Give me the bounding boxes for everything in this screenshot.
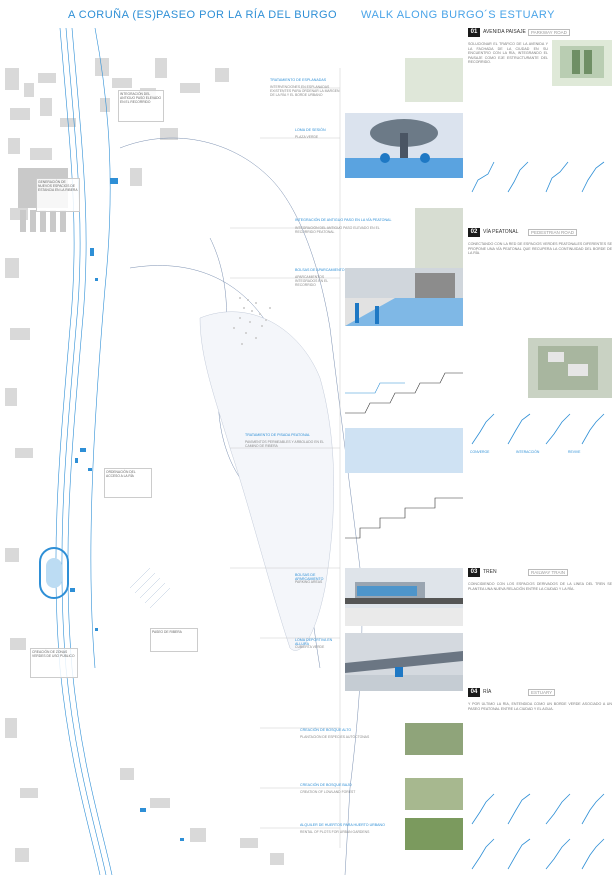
caption-title: TRATAMIENTO DE PISADA PEATONAL <box>245 433 310 437</box>
section-tag: PARKWAY ROAD <box>528 29 570 36</box>
caption-text: CREATION OF LOWLAND FOREST <box>300 790 356 794</box>
section-number: 03 <box>468 568 480 577</box>
project-areas <box>70 178 184 841</box>
leader-lines <box>230 68 341 848</box>
location-title: A CORUÑA (ES). <box>68 9 160 21</box>
photo-high-forest <box>405 723 463 755</box>
title-en: WALK ALONG BURGO´S ESTUARY <box>361 9 555 21</box>
section-01-header: 01 AVENIDA PAISAJE PARKWAY ROAD <box>468 28 612 37</box>
section-04-diagrams-a <box>471 793 605 825</box>
caption-text: PLAZA VERDE <box>295 135 319 139</box>
photo-esplanade <box>405 58 463 102</box>
caption-title: CREACIÓN DE BOSQUE ALTO <box>300 728 352 732</box>
caption-text: PARKING AREAS <box>295 580 323 584</box>
caption-text: PLANTACIÓN DE ESPECIES AUTÓCTONAS <box>300 735 370 739</box>
caption-title: BOLSAS DE APARCAMIENTO INMERSAS EN CAMIN… <box>295 268 386 272</box>
header: A CORUÑA (ES). PASEO POR LA RÍA DEL BURG… <box>0 0 612 28</box>
section-number: 01 <box>468 28 480 37</box>
photo-urban-gardens <box>405 818 463 850</box>
caption-title: CREACIÓN DE BOSQUE BAJO <box>300 783 352 787</box>
render-parking <box>345 268 463 326</box>
marsh-vegetation <box>233 297 271 345</box>
caption-text: INTEGRACIÓN DEL ANTIGUO PASO ELEVADO EN … <box>295 226 380 235</box>
render-sport-loma <box>345 633 463 691</box>
hatched-area <box>129 567 171 609</box>
caption-title: ALQUILER DE HUERTOS PARA HUERTO URBANO <box>300 823 385 827</box>
caption-text: CUBIERTA VERDE <box>295 645 325 649</box>
section-01-text: SOLUCIONAR EL TRÁFICO DE LA AVENIDA Y LA… <box>468 42 548 65</box>
section-02-diagrams <box>471 413 605 445</box>
section-02-header: 02 VÍA PEATONAL PEDESTRIAN ROAD <box>468 228 612 237</box>
section-profile-1 <box>345 372 463 414</box>
section-03-header: 03 TREN RAILWAY TRAIN <box>468 568 612 577</box>
section-tag: RAILWAY TRAIN <box>528 569 569 576</box>
section-01-aerial <box>552 40 612 86</box>
section-01-diagrams <box>471 161 605 193</box>
section-number: 02 <box>468 228 480 237</box>
section-profile-2 <box>345 497 463 539</box>
render-plaza <box>345 113 463 178</box>
ria-water <box>199 311 334 651</box>
section-name: RÍA <box>483 689 492 695</box>
caption-title: LOMA DE SESIÓN <box>295 128 326 132</box>
caption-text: PAVIMENTOS PERMEABLES Y ARBOLADO EN EL C… <box>245 440 324 449</box>
section-name: TREN <box>483 569 497 575</box>
diagram-label: CONVERGE <box>470 450 490 454</box>
section-02-aerial <box>528 338 612 398</box>
map-note: PASEO DE RIBERA <box>150 628 198 652</box>
title-es: PASEO POR LA RÍA DEL BURGO <box>156 9 338 21</box>
diagram-label: REVIVE <box>568 450 581 454</box>
diagram-label: INTERACCIÓN <box>516 450 540 454</box>
sections-column: 01 AVENIDA PAISAJE PARKWAY ROAD SOLUCION… <box>468 28 612 875</box>
section-03-text: COINCIDIENDO CON LOS ESPACIOS DERIVADOS … <box>468 582 612 591</box>
running-track <box>39 547 69 599</box>
section-04-header: 04 RÍA ESTUARY <box>468 688 612 697</box>
render-train <box>345 568 463 626</box>
photo-low-forest <box>405 778 463 810</box>
photo-old-bridge <box>415 208 463 268</box>
section-tag: ESTUARY <box>528 689 556 696</box>
section-name: AVENIDA PAISAJE <box>483 29 526 35</box>
map-note: INTEGRACIÓN DEL ANTIGUO PASO ELEVADO EN … <box>118 90 164 122</box>
caption-title: INTEGRACIÓN DE ANTIGUO PASO EN LA VÍA PE… <box>295 218 392 222</box>
site-map: TRATAMIENTO DE ESPLANADAS INTERVENCIONES… <box>0 27 465 876</box>
map-note: CREACIÓN DE ZONAS VERDES DE USO PÚBLICO <box>30 648 78 678</box>
caption-text: INTERVENCIONES EN ESPLANADAS EXISTENTES … <box>270 85 340 98</box>
section-name: VÍA PEATONAL <box>483 229 519 235</box>
section-number: 04 <box>468 688 480 697</box>
caption-text: RENTAL OF PLOTS FOR URBAN GARDENS <box>300 830 370 834</box>
render-pedestrian <box>345 428 463 473</box>
section-tag: PEDESTRIAN ROAD <box>528 229 578 236</box>
caption-text: APARCAMIENTOS INTEGRADOS EN EL RECORRIDO <box>295 275 329 288</box>
section-02-text: CONECTANDO CON LA RED DE ESPACIOS VERDES… <box>468 242 612 256</box>
caption-title: BOLSAS DE APARCAMIENTO <box>295 573 324 581</box>
section-04-text: Y POR ÚLTIMO LA RÍA, ENTENDIDA COMO UN B… <box>468 702 612 711</box>
section-04-diagrams-b <box>471 838 605 870</box>
caption-title: TRATAMIENTO DE ESPLANADAS <box>270 78 327 82</box>
map-note: ORDENACIÓN DEL ACCESO A LA RÍA <box>104 468 152 498</box>
map-note: GENERACIÓN DE NUEVOS ESPACIOS DE ESTANCI… <box>36 178 80 212</box>
caption-title: LOMA DEPORTIVA EN ALLURA <box>295 638 333 646</box>
